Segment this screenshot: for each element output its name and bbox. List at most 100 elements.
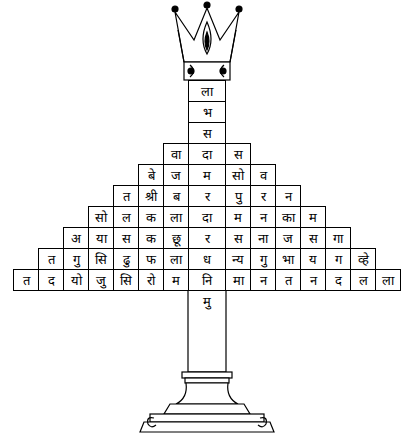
grid-cell: न (250, 206, 276, 228)
syllable: स (234, 232, 243, 245)
syllable: ला (201, 85, 213, 98)
syllable: त (285, 274, 292, 287)
syllable: फ (146, 253, 156, 266)
syllable: न (260, 274, 267, 287)
syllable: ना (258, 232, 268, 245)
grid-cell: त (38, 248, 64, 270)
syllable: न (285, 190, 292, 203)
syllable: छू (172, 232, 181, 245)
syllable: नि (202, 274, 212, 287)
syllable: गु (260, 253, 267, 266)
syllable: ला (170, 211, 182, 224)
grid-cell: स (225, 143, 251, 165)
grid-cell: ज (275, 227, 301, 249)
grid-cell: र (188, 185, 226, 207)
grid-cell: फ (138, 248, 164, 270)
grid-cell: क (138, 206, 164, 228)
grid-cell: नि (188, 269, 226, 291)
grid-cell: ला (188, 80, 226, 102)
grid-cell: ज (163, 164, 189, 186)
syllable: त (23, 274, 30, 287)
crown (175, 8, 239, 62)
syllable: म (203, 169, 211, 182)
grid-cell: सो (225, 164, 251, 186)
syllable: का (282, 211, 295, 224)
syllable: दा (202, 148, 212, 161)
grid-cell: मा (225, 269, 251, 291)
grid-cell: न (250, 269, 276, 291)
syllable: बे (148, 169, 155, 182)
syllable: न्य (232, 253, 244, 266)
grid-cell: छू (163, 227, 189, 249)
syllable: द (335, 274, 342, 287)
syllable: अ (71, 232, 81, 245)
syllable: सि (120, 274, 132, 287)
syllable: भा (282, 253, 294, 266)
syllable: यो (71, 274, 82, 287)
syllable: ज (171, 169, 181, 182)
grid-cell: ला (163, 248, 189, 270)
grid-cell: अ (63, 227, 89, 249)
grid-cell: सि (113, 269, 139, 291)
syllable: गु (73, 253, 80, 266)
grid-cell: गा (325, 227, 351, 249)
grid-cell: रो (138, 269, 164, 291)
syllable: ल (359, 274, 368, 287)
syllable: ब (173, 190, 180, 203)
grid-cell: स (300, 227, 326, 249)
grid-cell: ला (375, 269, 401, 291)
grid-cell: ध (188, 248, 226, 270)
grid-cell: भ (188, 101, 226, 123)
syllable: न (260, 211, 267, 224)
flame (203, 22, 211, 54)
syllable: पु (235, 190, 242, 203)
syllable: म (172, 274, 180, 287)
syllable: सि (95, 253, 107, 266)
syllable: ला (382, 274, 394, 287)
grid-cell: ब (163, 185, 189, 207)
syllable: मु (203, 295, 211, 308)
syllable: म (234, 211, 242, 224)
syllable: स (203, 127, 212, 140)
grid-cell: का (275, 206, 301, 228)
shaft-label: मु (188, 291, 226, 311)
grid-cell: म (163, 269, 189, 291)
grid-cell: पु (225, 185, 251, 207)
syllable: श्री (145, 190, 157, 203)
syllable: ध (203, 253, 211, 266)
grid-cell: न (275, 185, 301, 207)
grid-cell: सि (88, 248, 114, 270)
syllable: न (310, 274, 317, 287)
grid-cell: स (225, 227, 251, 249)
syllable: ढु (123, 253, 130, 266)
grid-cell: द (325, 269, 351, 291)
grid-cell: ल (113, 206, 139, 228)
syllable: मा (233, 274, 244, 287)
grid-cell: भा (275, 248, 301, 270)
grid-cell: क (138, 227, 164, 249)
grid-cell: म (188, 164, 226, 186)
syllable: स (122, 232, 131, 245)
syllable: ल (122, 211, 131, 224)
syllable: व (260, 169, 267, 182)
grid-cell: यो (63, 269, 89, 291)
grid-cell: ग (325, 248, 351, 270)
grid-cell: जु (88, 269, 114, 291)
grid-cell: स (113, 227, 139, 249)
syllable: गा (333, 232, 343, 245)
syllable: स (309, 232, 318, 245)
grid-cell: न (300, 269, 326, 291)
grid-cell: व्हे (350, 248, 376, 270)
grid-cell: गु (63, 248, 89, 270)
syllable: क (146, 232, 156, 245)
syllable: जु (96, 274, 106, 287)
grid-cell: स (188, 122, 226, 144)
syllable: र (205, 232, 210, 245)
grid-cell: गु (250, 248, 276, 270)
syllable: व्हे (358, 253, 369, 266)
grid-cell: ढु (113, 248, 139, 270)
syllable: क (146, 211, 156, 224)
grid-cell: न्य (225, 248, 251, 270)
syllable: य (309, 253, 317, 266)
grid-cell: बे (138, 164, 164, 186)
